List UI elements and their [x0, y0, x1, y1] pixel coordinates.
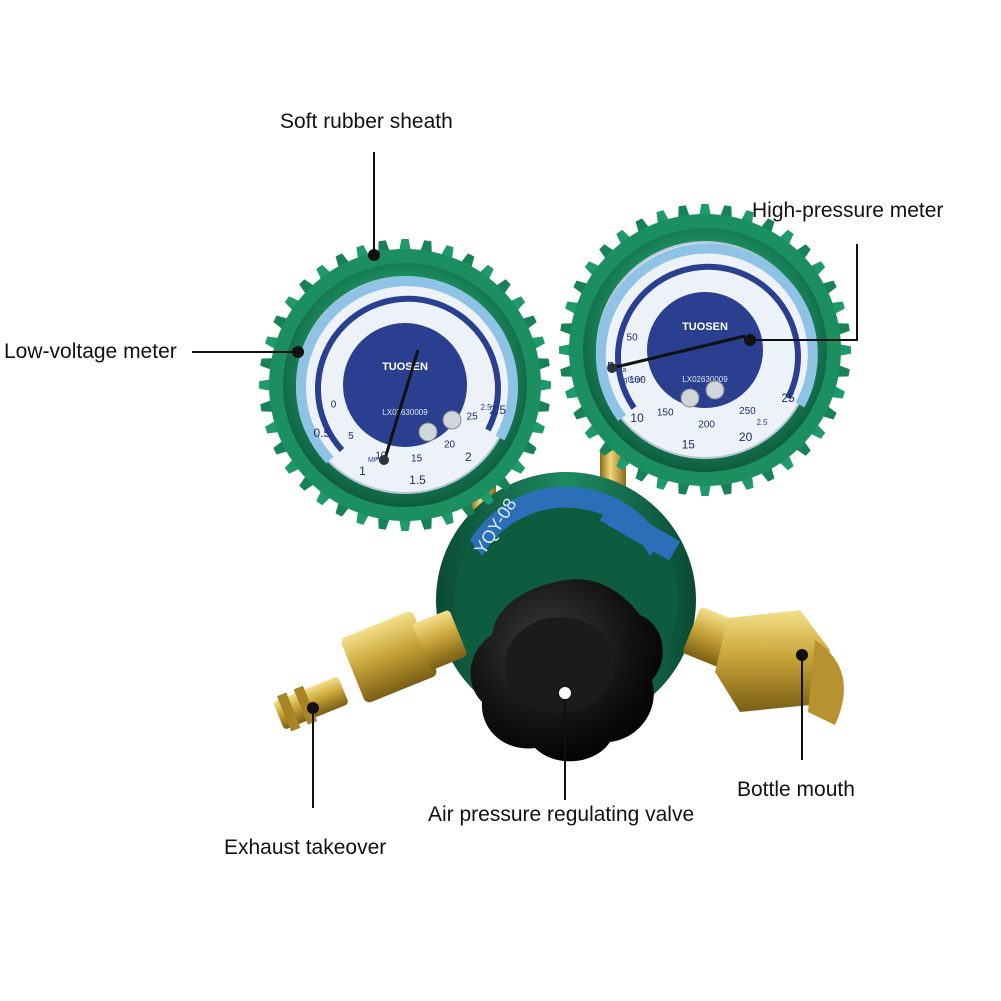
left-gauge-scale-outer: 1.5	[409, 473, 426, 487]
label-soft-rubber-sheath: Soft rubber sheath	[280, 110, 453, 133]
right-gauge-unit-inner: kgf/cm²	[620, 377, 644, 384]
exhaust-fitting	[274, 610, 467, 732]
label-bottle-mouth: Bottle mouth	[737, 778, 855, 801]
left-gauge-scale-outer: 2	[465, 450, 472, 464]
bottle-mouth-fitting	[683, 607, 844, 725]
left-gauge-unit: MPa	[368, 457, 383, 464]
left-gauge-class: 2.5	[480, 403, 492, 412]
leader-high	[750, 244, 858, 341]
leader-lines	[192, 152, 858, 808]
right-gauge-class: 2.5	[756, 418, 768, 427]
left-gauge-scale-inner: 20	[444, 439, 456, 450]
right-gauge-scale-inner: 250	[739, 406, 756, 417]
right-gauge-scale-outer: 10	[630, 411, 644, 425]
left-gauge-scale-outer: 0.5	[314, 426, 331, 440]
label-high-pressure-meter: High-pressure meter	[752, 199, 944, 222]
high-pressure-gauge: TUOSEN LX02630009 MPa kgf/cm² 2.5 510152…	[559, 204, 851, 496]
left-gauge-brand: TUOSEN	[382, 361, 428, 373]
left-gauge-serial: LX02630009	[382, 408, 428, 417]
left-gauge-scale-outer: 2.5	[489, 403, 506, 417]
right-gauge-brand: TUOSEN	[682, 321, 728, 333]
left-gauge-scale-inner: 15	[411, 453, 423, 464]
right-gauge-needle	[611, 334, 746, 370]
right-gauge-scale-outer: 20	[739, 430, 753, 444]
right-gauge-scale-outer: 25	[781, 391, 795, 405]
right-gauge-scale-inner: 150	[657, 408, 674, 419]
left-gauge-unit-inner: kgf/cm²	[388, 435, 412, 442]
right-gauge-scale-outer: 5	[607, 360, 614, 374]
label-air-pressure-regulating-valve: Air pressure regulating valve	[428, 803, 695, 826]
left-gauge-scale-outer: 1	[359, 464, 366, 478]
label-low-voltage-meter: Low-voltage meter	[4, 340, 177, 363]
right-gauge-scale-inner: 50	[627, 333, 639, 344]
left-gauge-scale-inner: 10	[375, 450, 387, 461]
left-gauge-scale-inner: 25	[467, 412, 479, 423]
label-exhaust-takeover: Exhaust takeover	[224, 836, 387, 859]
left-gauge-scale-inner: 0	[331, 400, 337, 411]
left-gauge-scale-inner: 5	[348, 431, 354, 442]
right-gauge-unit: MPa	[612, 367, 627, 374]
right-gauge-scale-inner: 100	[629, 375, 646, 386]
right-gauge-serial: LX02630009	[682, 375, 728, 384]
left-gauge-needle	[382, 349, 420, 463]
regulating-knob	[470, 579, 663, 762]
right-gauge-scale-inner: 200	[698, 419, 715, 430]
right-gauge-scale-outer: 15	[682, 438, 696, 452]
low-pressure-gauge: TUOSEN LX02630009 MPa kgf/cm² 2.5 0.5 1 1.…	[259, 239, 551, 531]
